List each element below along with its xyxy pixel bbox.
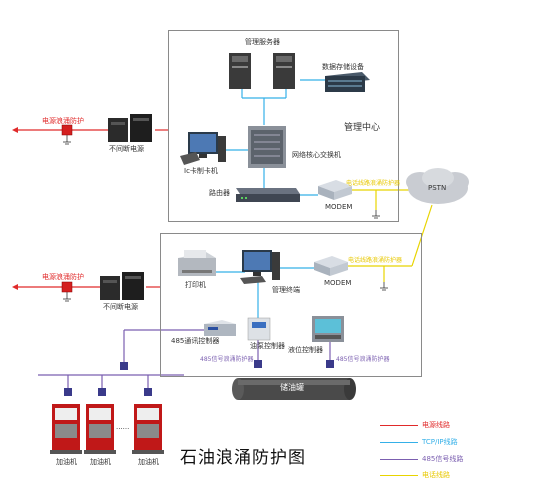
label-ups-mid: 不间断电源 <box>103 303 138 311</box>
label-surge-mid: 电源浪涌防护 <box>42 273 84 281</box>
power-surge-protector-mid <box>61 281 73 293</box>
pump-controller-icon <box>247 317 271 341</box>
485-controller-icon <box>204 320 236 336</box>
label-dispenser-3: 加油机 <box>138 458 159 466</box>
modem-icon-top <box>318 180 352 200</box>
legend-item-signal: 485信号线路 <box>380 454 530 464</box>
legend-label-signal: 485信号线路 <box>422 455 464 463</box>
level-controller-icon <box>312 316 344 342</box>
power-lines <box>18 129 168 288</box>
fuel-dispenser-icon-3 <box>132 404 164 454</box>
signal-surge-protector-d2 <box>98 388 106 396</box>
label-signal-protector-right: 485信号浪涌防护器 <box>336 356 390 363</box>
ic-card-pc-icon <box>180 132 226 165</box>
legend-line-phone <box>380 475 418 476</box>
legend-label-tcpip: TCP/IP线路 <box>422 438 458 446</box>
printer-icon <box>178 250 216 276</box>
pstn-cloud-icon <box>406 168 469 204</box>
router-icon <box>236 188 300 202</box>
signal-surge-protector-d3 <box>144 388 152 396</box>
switch-icon <box>248 126 286 168</box>
diagram-title: 石油浪涌防护图 <box>180 448 306 468</box>
terminal-pc-icon <box>240 250 280 284</box>
legend-item-power: 电源线路 <box>380 420 530 430</box>
label-phone-protector-bottom: 电话线路浪涌防护器 <box>348 257 403 264</box>
legend-line-signal <box>380 459 418 460</box>
label-485-comm-ctrl: 485通讯控制器 <box>171 337 220 345</box>
power-surge-protector-top <box>61 124 73 136</box>
storage-array-icon <box>325 72 370 92</box>
legend-label-phone: 电话线路 <box>422 471 450 479</box>
legend-item-tcpip: TCP/IP线路 <box>380 437 530 447</box>
modem-icon-bottom <box>314 256 348 276</box>
label-mgmt-server: 管理服务器 <box>245 38 280 46</box>
ups-icon-mid <box>100 272 144 300</box>
label-modem-top: MODEM <box>325 203 353 211</box>
label-surge-top: 电源浪涌防护 <box>42 117 84 125</box>
management-center-box <box>168 30 399 222</box>
label-pstn: PSTN <box>428 184 447 192</box>
legend-label-power: 电源线路 <box>422 421 450 429</box>
oil-tank-icon <box>232 378 356 400</box>
fuel-dispenser-icon-2 <box>84 404 116 454</box>
station-box <box>160 233 422 377</box>
signal-surge-protector-d1 <box>64 388 72 396</box>
label-ups-top: 不间断电源 <box>109 145 144 153</box>
label-printer: 打印机 <box>185 281 206 289</box>
label-modem-bottom: MODEM <box>324 279 352 287</box>
signal-surge-protector-bus <box>120 362 128 370</box>
label-router: 路由器 <box>209 189 230 197</box>
fuel-dispenser-icon-1 <box>50 404 82 454</box>
label-dispenser-1: 加油机 <box>56 458 77 466</box>
label-mgmt-center: 管理中心 <box>344 123 381 133</box>
signal-surge-protector-left <box>254 360 262 368</box>
label-phone-protector-top: 电话线路浪涌防护器 <box>346 180 401 187</box>
label-net-switch: 网络核心交换机 <box>292 151 341 159</box>
legend-line-tcpip <box>380 442 418 443</box>
legend-line-power <box>380 425 418 426</box>
signal-surge-protector-right <box>326 360 334 368</box>
label-signal-protector-left: 485信号浪涌防护器 <box>200 356 254 363</box>
ups-icon-top <box>108 114 152 142</box>
label-mgmt-terminal: 管理终端 <box>272 286 300 294</box>
ground-symbols <box>63 134 388 302</box>
server-icon <box>229 53 295 89</box>
legend-item-phone: 电话线路 <box>380 470 530 480</box>
label-data-storage: 数据存储设备 <box>322 63 364 71</box>
label-dispenser-dots: ...... <box>116 423 130 431</box>
phone-lines <box>348 189 433 282</box>
label-pump-ctrl: 油泵控制器 <box>250 342 285 350</box>
label-dispenser-2: 加油机 <box>90 458 111 466</box>
label-level-ctrl: 液位控制器 <box>288 346 323 354</box>
label-ic-card: Ic卡制卡机 <box>184 167 218 175</box>
label-tank: 储油罐 <box>280 383 304 392</box>
